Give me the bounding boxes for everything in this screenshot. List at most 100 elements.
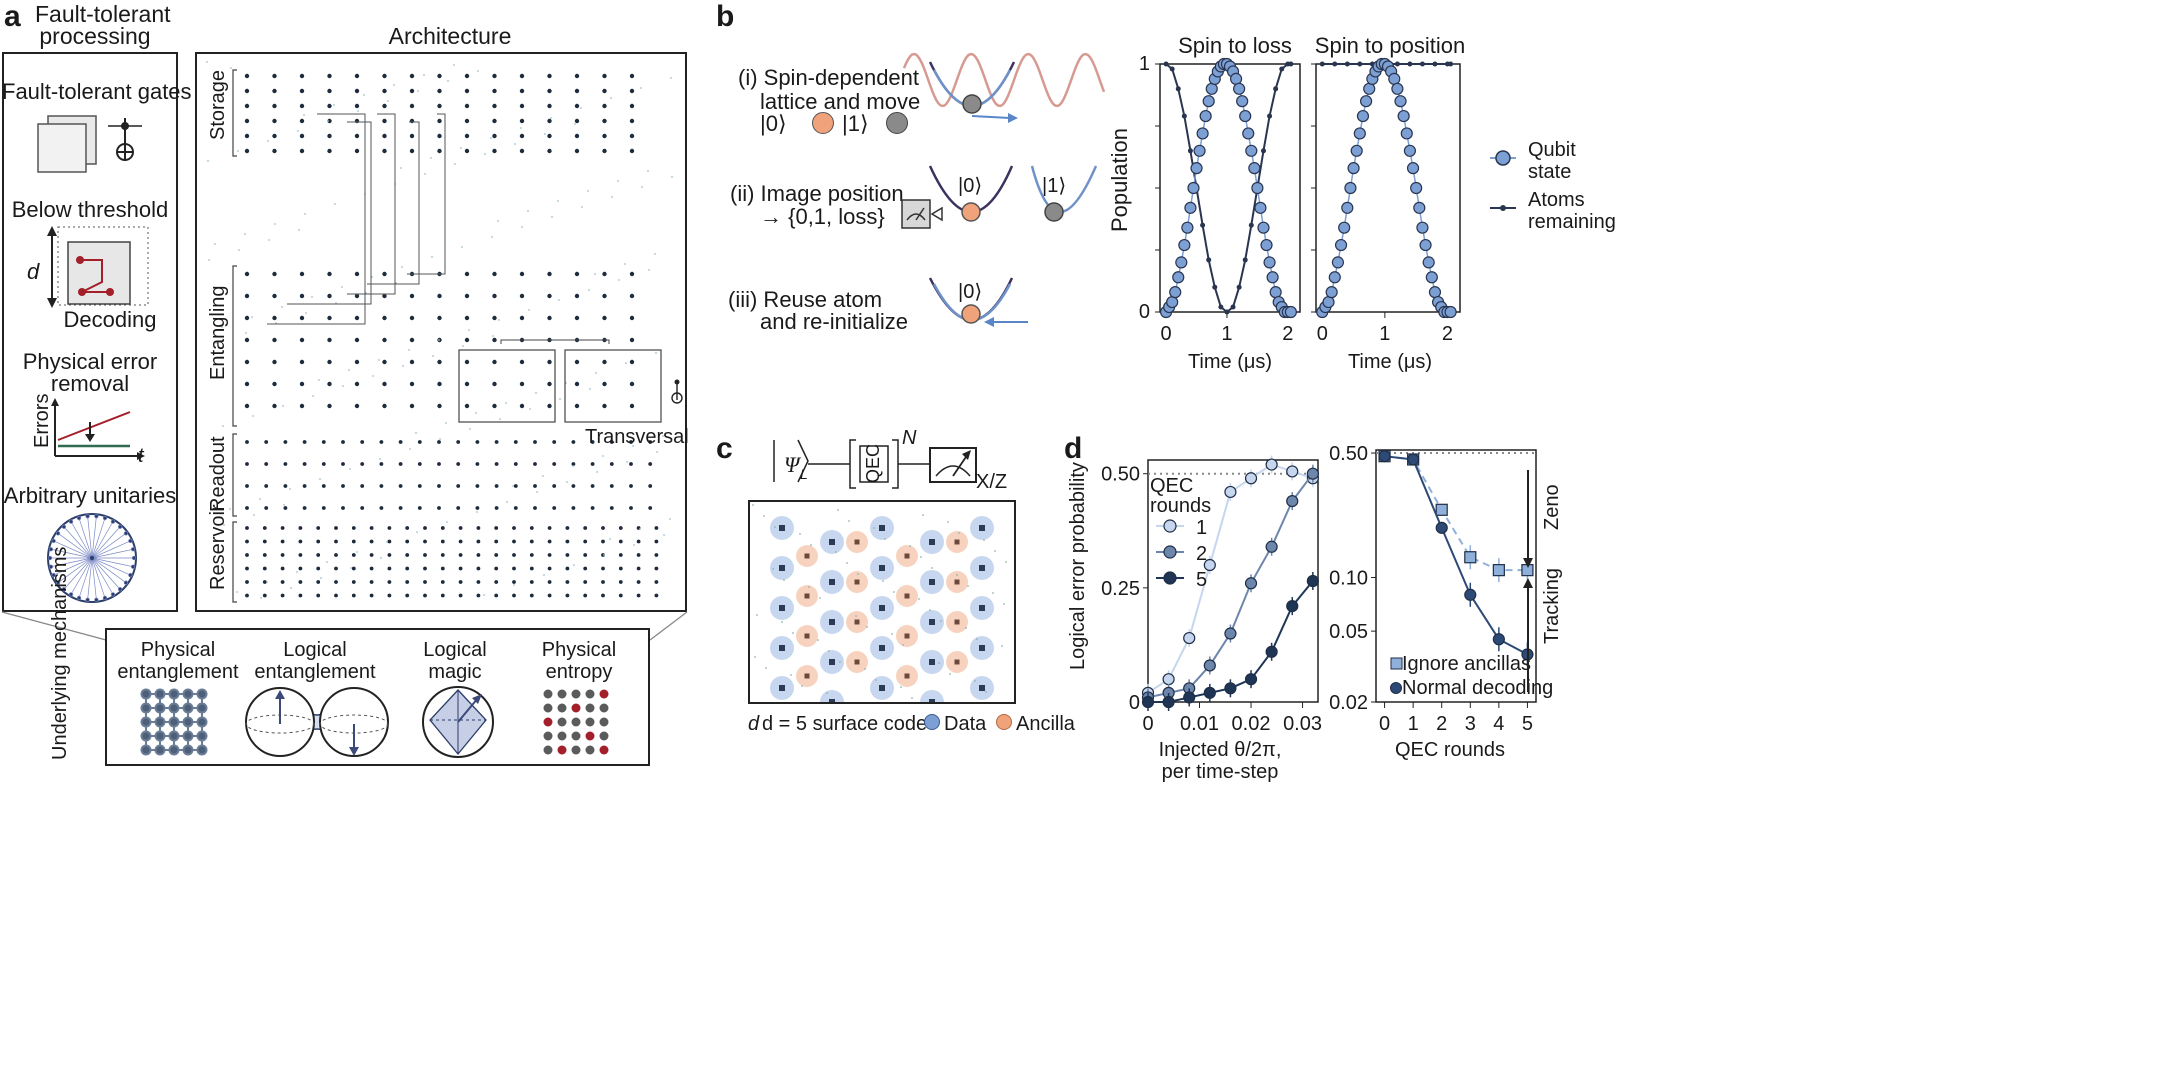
atom-site [552, 462, 557, 466]
atom-site [405, 580, 410, 584]
ft-gates-label: Fault-tolerant gates [2, 79, 192, 104]
atoms-remaining-point [1419, 61, 1425, 67]
background-speckle [543, 574, 545, 576]
background-speckle [835, 551, 837, 553]
background-speckle [363, 94, 365, 96]
qubit-state-point [1190, 162, 1203, 175]
background-speckle [289, 488, 291, 490]
atom-site [302, 440, 307, 444]
background-speckle [817, 639, 819, 641]
data-qubit [879, 605, 885, 611]
atoms-remaining-point [1432, 61, 1438, 67]
atom-site [654, 593, 659, 598]
background-speckle [223, 524, 225, 526]
atom-site [519, 403, 525, 409]
data-qubit [879, 525, 885, 531]
atom-site [456, 484, 461, 488]
data-qubit [829, 699, 835, 702]
background-speckle [221, 326, 223, 328]
background-speckle [983, 539, 985, 541]
series-point-5 [1265, 645, 1278, 658]
atom-site [299, 88, 305, 94]
atom-site [245, 526, 249, 530]
atom-site [283, 440, 288, 444]
atom-site [565, 580, 570, 584]
atom-site [437, 293, 442, 299]
background-speckle [311, 296, 313, 298]
atom-site [437, 103, 442, 109]
background-speckle [828, 650, 830, 652]
atom-site [574, 403, 580, 409]
ancilla-qubit [854, 619, 860, 625]
background-speckle [846, 562, 848, 564]
atom-site [369, 553, 374, 557]
background-speckle [350, 567, 352, 569]
atom-site [354, 148, 360, 154]
background-speckle [393, 84, 395, 86]
atom-site [601, 553, 605, 557]
atom-site [283, 484, 288, 488]
background-speckle [447, 80, 449, 82]
lattice-atom [154, 730, 166, 742]
background-speckle [380, 557, 382, 559]
qubit-state-point [1322, 295, 1335, 309]
qubit-state-point [1239, 109, 1252, 123]
atom-site [382, 337, 387, 343]
atoms-remaining-point [1169, 66, 1175, 72]
mech-4-line1: Physical [541, 639, 617, 661]
panel-letter-d: d [1064, 432, 1083, 465]
x-tick-label: 1 [1408, 713, 1419, 735]
background-speckle [400, 167, 402, 169]
background-speckle [445, 422, 447, 424]
qubit-state-point [1444, 305, 1457, 319]
atom-site [417, 484, 422, 488]
step3-line-b: and re-initialize [760, 309, 908, 334]
qubit-state-point [1422, 256, 1435, 269]
atom-site [437, 118, 442, 124]
atom-site [492, 359, 497, 365]
bloch-ray [50, 548, 93, 559]
background-speckle [595, 372, 597, 374]
atom-site [360, 506, 365, 510]
bloch-ray [87, 516, 93, 559]
background-speckle [882, 580, 884, 582]
atom-site [379, 484, 384, 488]
y-tick-label: 0.10 [1329, 568, 1368, 590]
background-speckle [341, 286, 343, 288]
legend-qec-title-2: rounds [1150, 495, 1212, 517]
background-speckle [266, 581, 268, 583]
atom-site [244, 118, 250, 124]
background-speckle [837, 509, 839, 511]
atom-site [440, 593, 445, 598]
spin-legend-markers [1490, 150, 1516, 211]
background-speckle [484, 153, 486, 155]
atom-site [547, 593, 552, 598]
atom-site [629, 440, 633, 444]
background-speckle [611, 196, 613, 198]
atom-site [299, 293, 305, 299]
background-speckle [558, 299, 560, 301]
background-speckle [229, 508, 231, 510]
background-speckle [372, 375, 374, 377]
entropy-atom-lost [557, 745, 567, 755]
atom-site [262, 526, 267, 530]
atom-site [327, 133, 332, 139]
series-point-1 [1162, 673, 1175, 686]
ancilla-qubit [804, 553, 810, 559]
atom-site [609, 506, 614, 510]
background-speckle [588, 289, 590, 291]
atom-site [458, 539, 463, 544]
atom-site [519, 133, 525, 139]
atom-site [648, 506, 653, 510]
chart-d1-ylabel: Logical error probability [1067, 462, 1089, 670]
background-speckle [251, 316, 253, 318]
data-qubit [879, 645, 885, 651]
bloch-ray [91, 557, 121, 590]
background-speckle [655, 352, 657, 354]
series-point-1 [1203, 558, 1216, 572]
background-speckle [902, 644, 904, 646]
atom-site [405, 593, 410, 598]
entropy-atom [557, 717, 567, 727]
legend-marker [1163, 545, 1177, 559]
atom-site [464, 381, 470, 387]
